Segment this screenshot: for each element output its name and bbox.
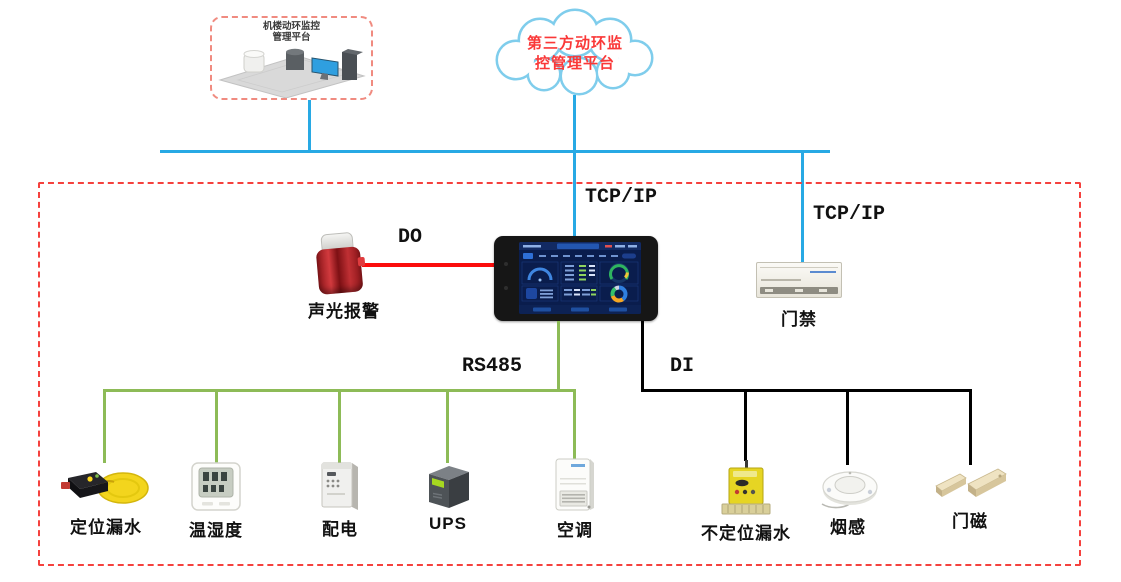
power-dist-label: 配电	[322, 520, 358, 539]
do-line	[362, 263, 494, 267]
alarm-strobe-icon	[313, 231, 366, 297]
leak-non-locating-icon	[721, 460, 771, 515]
di-label: DI	[670, 355, 695, 378]
power-dist-icon	[321, 462, 358, 510]
device-smoke-detector: 烟感	[790, 464, 906, 538]
rs485-drop-ups	[446, 389, 449, 463]
door-magnet-label: 门磁	[952, 512, 988, 531]
device-temp-humidity: 温湿度	[160, 461, 272, 541]
rs485-label: RS485	[462, 355, 523, 378]
smoke-detector-icon	[821, 471, 878, 509]
ups-label: UPS	[429, 514, 467, 533]
door-magnet-icon	[935, 468, 1007, 497]
ups-icon	[429, 466, 469, 508]
bus-to-access-line	[801, 151, 804, 263]
access-detail	[760, 267, 838, 268]
cloud-icon	[495, 8, 654, 96]
device-air-conditioner: 空调	[521, 456, 629, 541]
leak-locating-icon	[61, 472, 149, 504]
device-power-dist: 配电	[286, 458, 394, 540]
tcpip-label-access: TCP/IP	[813, 203, 886, 226]
air-conditioner-icon	[555, 458, 594, 511]
platform-dashed-box: 机楼动环监控 管理平台	[210, 16, 373, 100]
cloud-label: 第三方动环监 控管理平台	[495, 34, 655, 73]
dashboard-graphic	[519, 242, 641, 314]
rs485-drop-power	[338, 389, 341, 463]
host-dot	[504, 262, 508, 266]
cloud-label-line2: 控管理平台	[534, 54, 615, 72]
smoke-detector-label: 烟感	[830, 518, 866, 537]
ethernet-bus-line	[160, 150, 830, 153]
temp-humidity-label: 温湿度	[189, 521, 243, 540]
leak-locating-label: 定位漏水	[70, 518, 142, 537]
leak-non-locating-label: 不定位漏水	[701, 524, 791, 543]
rs485-drop-leak	[103, 389, 106, 463]
room-boundary-dashed-box	[38, 182, 1081, 566]
alarm-label: 声光报警	[308, 302, 380, 321]
di-drop-leak	[744, 389, 747, 461]
access-detail	[810, 271, 836, 273]
platform-illustration-icon	[218, 48, 366, 98]
tcpip-label-main: TCP/IP	[585, 186, 658, 209]
monitoring-host-device	[494, 236, 658, 321]
air-conditioner-label: 空调	[557, 521, 593, 540]
access-label: 门禁	[781, 310, 817, 329]
device-door-magnet: 门磁	[912, 464, 1028, 532]
platform-drop-line	[308, 100, 311, 152]
alarm-body	[315, 246, 364, 295]
rs485-drop-ac	[573, 389, 576, 459]
platform-label-line2: 管理平台	[272, 31, 311, 43]
third-party-cloud: 第三方动环监 控管理平台	[480, 6, 670, 98]
cloud-to-host-line	[573, 95, 576, 238]
host-dot	[504, 286, 508, 290]
access-detail	[819, 289, 827, 292]
alarm-nub	[357, 256, 366, 267]
di-bus-line	[641, 389, 972, 392]
platform-label-line1: 机楼动环监控	[262, 21, 320, 32]
cloud-label-line1: 第三方动环监	[526, 35, 623, 52]
platform-label: 机楼动环监控 管理平台	[212, 21, 371, 44]
device-ups: UPS	[394, 461, 502, 534]
host-rs485-drop-line	[557, 321, 560, 391]
device-leak-locating: 定位漏水	[48, 462, 164, 538]
device-leak-non-locating: 不定位漏水	[685, 460, 807, 544]
access-detail	[795, 289, 803, 292]
do-label: DO	[398, 226, 423, 249]
access-detail	[765, 289, 773, 292]
access-detail	[761, 279, 801, 281]
host-di-drop-line	[641, 321, 644, 391]
host-dashboard-screen	[519, 242, 641, 314]
access-controller-icon	[756, 262, 842, 298]
di-drop-smoke	[846, 389, 849, 465]
rs485-drop-temp	[215, 389, 218, 463]
di-drop-door	[969, 389, 972, 465]
temp-humidity-icon	[191, 462, 241, 511]
